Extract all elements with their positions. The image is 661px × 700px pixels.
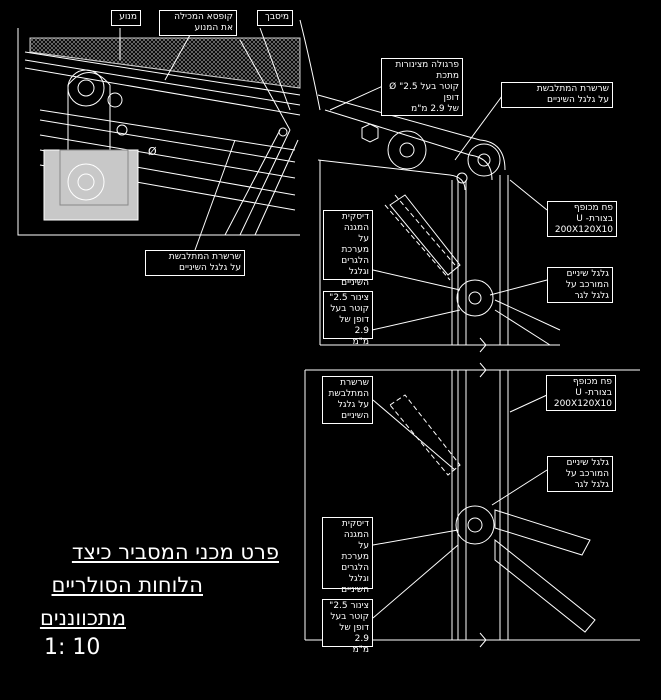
mesh-panel <box>29 37 301 89</box>
label-motor: מנוע <box>111 10 141 26</box>
label-gear-1: גלגל שיניים המורכב על גלגל לגר <box>547 267 613 303</box>
label-disk-2: דיסקית המגנה על מערכת הלגרים וגלגל השיני… <box>322 517 373 595</box>
label-chain-2: שרשרת המתלבשת על גלגל השיניים <box>322 376 373 424</box>
label-gearbox: קופסא המכילה את המנוע <box>159 10 237 36</box>
label-u-profile-2: פח מכופף בצורת- U 200X120X10 <box>546 375 616 411</box>
drawing-title-line2: הלוחות הסולריים <box>51 573 203 597</box>
drawing-title-line3: מתכווננים <box>39 606 126 630</box>
label-u-profile-1: פח מכופף בצורת- U 200X120X10 <box>547 201 617 237</box>
label-chain-detail: שרשרת המתלבשת על גלגל השיניים <box>501 82 613 108</box>
label-reducer: מיסבך <box>257 10 293 26</box>
label-chain-top: שרשרת המתלבשת על גלגל השיניים <box>145 250 245 276</box>
label-disk-1: דיסקית המגנה על מערכת הלגרים וגלגל השיני… <box>323 210 373 288</box>
label-pipe-1: צינור 2.5" קוטר בעל דופן של 2.9 מ"מ <box>323 291 373 347</box>
gearbox-fill <box>43 149 139 221</box>
svg-text:Ø: Ø <box>148 145 157 158</box>
drawing-title-line1: פרט מכני המסביר כיצד <box>71 540 279 564</box>
overview-detail: Ø <box>17 27 301 251</box>
right-detail-upper <box>299 19 561 353</box>
drawing-scale: 1: 10 <box>44 635 101 660</box>
label-gear-2: גלגל שיניים המורכב על גלגל לגר <box>547 456 613 492</box>
label-pergola: פרגולה מצינורות מתכת קוטר בעל 2.5" Ø דופ… <box>381 58 463 116</box>
label-pipe-2: צינור 2.5" קוטר בעל דופן של 2.9 מ"מ <box>322 599 373 655</box>
